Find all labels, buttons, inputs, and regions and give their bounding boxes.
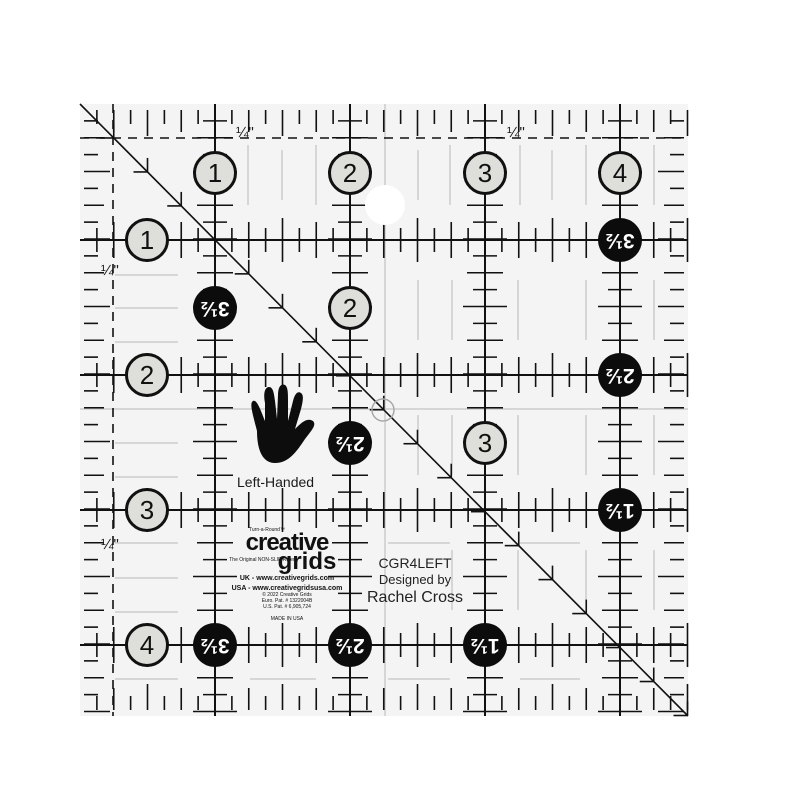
half-mark-row2-right: 2½ [598,353,642,397]
brand-euro-patent: Euro. Pat. # 1322004B [261,598,313,604]
top-number-2: 2 [328,151,372,195]
product-code: CGR4LEFT [378,555,452,571]
half-mark-bottom-2: 2½ [328,623,372,667]
hanging-hole [365,185,405,225]
half-mark-row3-right: 1½ [598,488,642,532]
left-number-1: 1 [125,218,169,262]
left-number-2: 2 [125,353,169,397]
brand-name-bottom: grids [277,548,337,575]
left-hand-icon [251,384,315,463]
quarter-inch-label-top-right: ¼" [507,124,525,141]
brand-made-in: MADE IN USA [270,616,304,622]
designed-by-label: Designed by [378,572,452,587]
left-handed-label: Left-Handed [237,474,315,490]
brand-copyright: © 2022 Creative Grids [262,592,312,598]
left-number-4: 4 [125,623,169,667]
quarter-inch-label-left-lower: ¼" [101,536,119,553]
half-mark-center: 2½ [328,421,372,465]
top-number-4: 4 [598,151,642,195]
brand-usa-url: USA - www.creativegridsusa.com [231,585,343,592]
half-mark-bottom-3: 1½ [463,623,507,667]
quarter-inch-dashed-lines [80,104,688,716]
quarter-inch-label-top-left: ¼" [236,124,254,141]
center-target-icon [371,398,395,422]
designer-name: Rachel Cross [366,589,464,606]
brand-uk-url: UK - www.creativegrids.com [239,575,335,582]
brand-name-top: creative [245,529,330,556]
brand-us-patent: U.S. Pat. # 6,905,724 [263,604,311,610]
quarter-inch-label-left-upper: ¼" [101,262,119,279]
diagonal-45-line [79,103,689,717]
top-number-3: 3 [463,151,507,195]
half-mark-bottom-1: 3½ [193,623,237,667]
inner-number-3: 3 [463,421,507,465]
brand-turn-label: Turn-a-Round™ [249,527,285,533]
designer-block: CGR4LEFT Designed by Rachel Cross [360,555,470,608]
brand-tagline: The Original NON-SLIP Ruler [229,557,295,563]
inner-number-2: 2 [328,286,372,330]
brand-block: Turn-a-Round™ creative grids The Origina… [228,527,346,622]
top-number-1: 1 [193,151,237,195]
half-mark-upper-left: 3½ [193,286,237,330]
half-mark-row1-right: 3½ [598,218,642,262]
left-number-3: 3 [125,488,169,532]
